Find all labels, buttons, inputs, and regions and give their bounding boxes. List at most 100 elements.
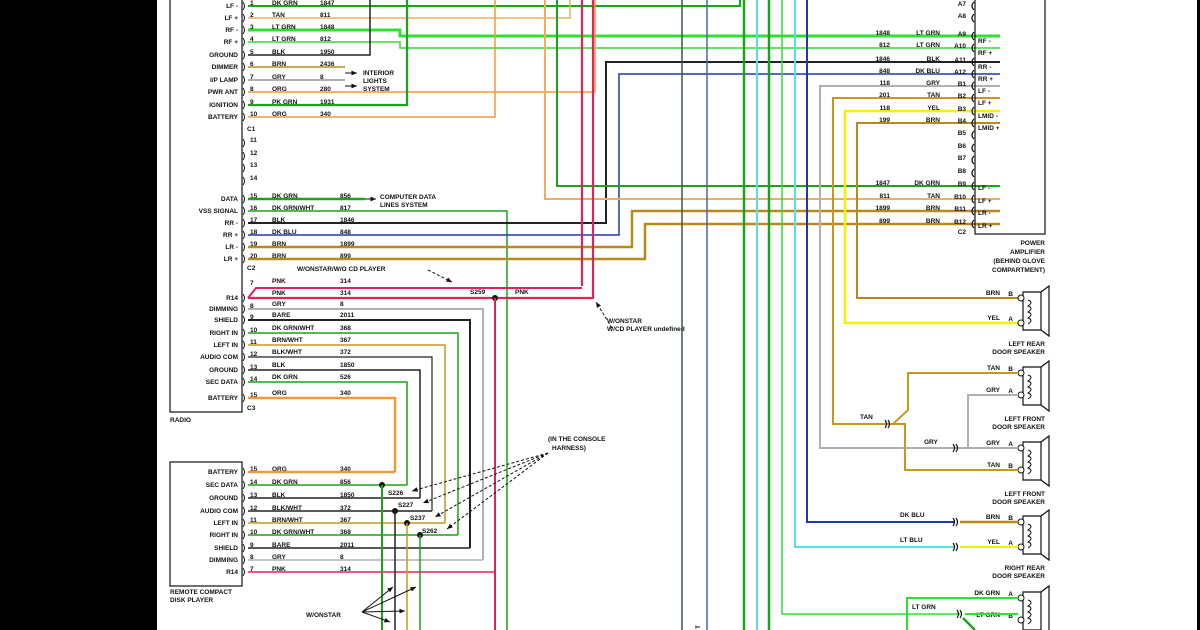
pin-terminal-icon <box>242 467 245 477</box>
wire-color-label: DK BLU <box>272 229 297 236</box>
wire-c1-3 <box>248 28 1000 38</box>
arrow-head-icon <box>387 587 393 593</box>
splice-label: S237 <box>410 515 426 522</box>
splice-s259-label: S259 <box>470 289 486 296</box>
pin-terminal-icon <box>971 194 975 204</box>
wire-rf-diag <box>962 617 976 630</box>
speaker-wire-color: YEL <box>987 315 1000 322</box>
inline-connector-icon <box>956 609 963 619</box>
pin-terminal-icon <box>242 75 245 85</box>
inline-ltblu-label: LT BLU <box>900 537 923 544</box>
wire-c2-17 <box>248 61 1000 224</box>
splice-label: S227 <box>398 502 414 509</box>
pin-function-label: RF + <box>224 39 238 46</box>
circuit-number: 1850 <box>340 492 355 499</box>
circuit-number: 372 <box>340 349 351 356</box>
amplifier-label: AMPLIFIER <box>1010 249 1045 256</box>
pin-terminal-icon <box>242 218 245 228</box>
wire-color-label: BARE <box>272 542 291 549</box>
connector-c2-label: C2 <box>958 229 967 236</box>
speaker-terminal-icon <box>1017 616 1025 624</box>
pin-function-label: RR + <box>978 76 993 83</box>
speaker-pin-label: A <box>1008 388 1013 395</box>
wire-c1-1 <box>248 0 741 7</box>
pin-function-label: PWR ANT <box>208 89 238 96</box>
pin-terminal-icon <box>242 194 245 204</box>
pin-function-label: DIMMER <box>212 64 239 71</box>
pin-terminal-icon <box>242 555 245 565</box>
pin-number: A12 <box>954 69 966 76</box>
wire-c1-2-to-amp <box>544 0 1000 200</box>
speaker-label: DOOR SPEAKER <box>992 573 1045 580</box>
circuit-number: 1899 <box>876 205 891 212</box>
pin-number: 13 <box>250 492 258 499</box>
amplifier-label: POWER <box>1020 240 1045 247</box>
pin-number: B10 <box>954 194 966 201</box>
console-harness-note: (IN THE CONSOLE <box>548 436 606 443</box>
wire-rf-dkgrn <box>906 597 1018 630</box>
pin-number: B7 <box>958 155 967 162</box>
speaker-label: DOOR SPEAKER <box>992 349 1045 356</box>
pin-function-label: DATA <box>221 196 238 203</box>
speaker-pin-label: A <box>1008 540 1013 547</box>
wire-color-label: BRN <box>926 117 940 124</box>
wire-color-label: GRY <box>272 74 287 81</box>
circuit-number: 199 <box>879 117 890 124</box>
circuit-number: 1850 <box>340 362 355 369</box>
pin-function-label: I/P LAMP <box>210 77 239 84</box>
pin-number: 2 <box>250 12 254 19</box>
speaker-pin-label: B <box>1008 463 1013 470</box>
arrow-head-icon <box>423 498 429 504</box>
speaker-pin-label: A <box>1008 441 1013 448</box>
wire-to-rr-ltblu <box>794 0 955 548</box>
inline-connector-icon <box>884 419 891 429</box>
pin-function-label: LR - <box>978 210 991 217</box>
pin-number: A7 <box>958 1 967 8</box>
pin-function-label: LF - <box>226 3 238 10</box>
circuit-number: 8 <box>340 301 344 308</box>
pin-function-label: RR + <box>223 232 238 239</box>
cd-player-box <box>169 461 243 587</box>
pin-terminal-icon <box>971 43 975 53</box>
pin-function-label: RF - <box>978 38 991 45</box>
pin-number: 4 <box>250 36 254 43</box>
wire-color-label: TAN <box>272 12 285 19</box>
wire-c3-15 <box>248 396 397 472</box>
pin-terminal-icon <box>971 118 975 128</box>
wire-color-label: BLK <box>927 56 941 63</box>
wire-color-label: DK GRN/WHT <box>272 205 314 212</box>
pin-number: A11 <box>954 57 966 64</box>
onstar-note: W/ONSTAR <box>306 612 341 619</box>
speaker-cone-icon <box>1040 508 1050 562</box>
wire-color-label: BRN <box>272 241 286 248</box>
right-margin-bar <box>1197 0 1200 630</box>
pin-function-label: SHIELD <box>214 545 238 552</box>
wire-lf-tan-2 <box>893 423 1018 471</box>
wire-color-label: BRN/WHT <box>272 337 303 344</box>
arrow-head-icon <box>412 487 418 492</box>
wire-c1-2 <box>248 0 571 19</box>
pin-number: A8 <box>958 13 967 20</box>
onstar-arrow <box>361 586 417 613</box>
pin-function-label: R14 <box>226 295 238 302</box>
arrow-head-icon <box>596 302 601 308</box>
pin-terminal-icon <box>242 518 245 528</box>
pin-number: B5 <box>958 130 967 137</box>
pin-function-label: IGNITION <box>209 102 238 109</box>
wire-color-label: PNK <box>272 290 286 297</box>
pin-number: B12 <box>954 219 966 226</box>
radio-box <box>169 0 243 413</box>
circuit-number: 817 <box>340 205 351 212</box>
pin-number: 9 <box>250 542 254 549</box>
circuit-number: 368 <box>340 325 351 332</box>
pin-function-label: LF + <box>978 100 992 107</box>
pin-number: 12 <box>250 351 258 358</box>
wire-color-label: YEL <box>927 105 940 112</box>
pin-function-label: RR - <box>225 220 238 227</box>
pin-terminal-icon <box>242 328 245 338</box>
arrow-head-icon <box>351 70 357 76</box>
wire-c3-10 <box>248 332 459 535</box>
speaker-label: DOOR SPEAKER <box>992 499 1045 506</box>
circuit-number: 856 <box>340 193 351 200</box>
pin-number: B6 <box>958 143 967 150</box>
